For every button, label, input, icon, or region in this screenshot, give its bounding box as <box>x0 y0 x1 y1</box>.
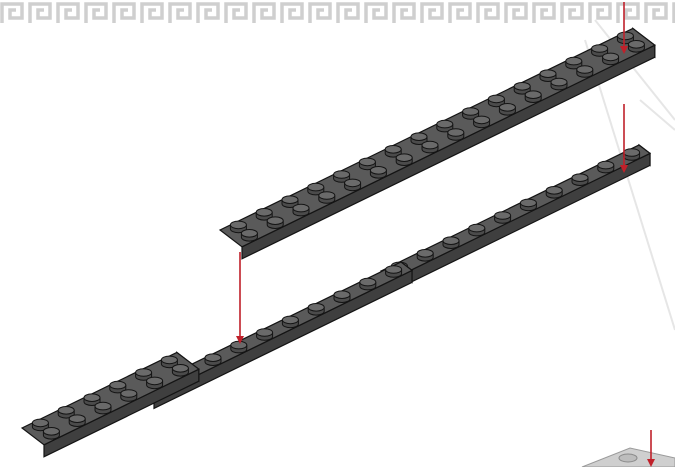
stud <box>474 116 490 128</box>
stud <box>360 278 376 290</box>
stud <box>386 266 402 278</box>
stud <box>345 179 361 191</box>
stud <box>334 291 350 303</box>
stud <box>370 167 386 179</box>
bricks-layer <box>22 28 675 467</box>
stud <box>628 41 644 53</box>
plate-1x10-lower-front-face <box>392 153 650 291</box>
stud <box>95 402 111 414</box>
stud <box>147 377 163 389</box>
stud <box>520 199 536 211</box>
stud <box>417 250 433 262</box>
stud <box>257 329 273 341</box>
stud <box>43 428 59 440</box>
stud <box>469 224 485 236</box>
stud <box>598 161 614 173</box>
stud <box>448 129 464 141</box>
plate-2x16-front-face <box>242 45 655 259</box>
plate-2x16-top-face <box>220 28 655 246</box>
stud <box>572 174 588 186</box>
stud <box>172 365 188 377</box>
stud <box>231 341 247 353</box>
stud <box>69 415 85 427</box>
stud <box>603 53 619 65</box>
stud <box>267 217 283 229</box>
stud <box>499 104 515 116</box>
stud <box>121 390 137 402</box>
stud <box>308 304 324 316</box>
plate-2x16 <box>220 28 655 258</box>
plate-1x10-upper-front-face <box>154 270 412 408</box>
greek-key-border <box>0 0 675 23</box>
stud <box>241 230 257 242</box>
stud <box>624 149 640 161</box>
stud <box>422 141 438 153</box>
stud <box>551 78 567 90</box>
plate-2x6 <box>22 352 199 456</box>
stud <box>443 237 459 249</box>
stud <box>205 354 221 366</box>
stud <box>293 204 309 216</box>
stud <box>495 212 511 224</box>
stud <box>525 91 541 103</box>
stud <box>546 187 562 199</box>
stud <box>282 316 298 328</box>
stud <box>319 192 335 204</box>
stud <box>577 66 593 78</box>
next-part-peek <box>582 448 675 467</box>
arrow-left <box>236 252 244 344</box>
stud <box>396 154 412 166</box>
